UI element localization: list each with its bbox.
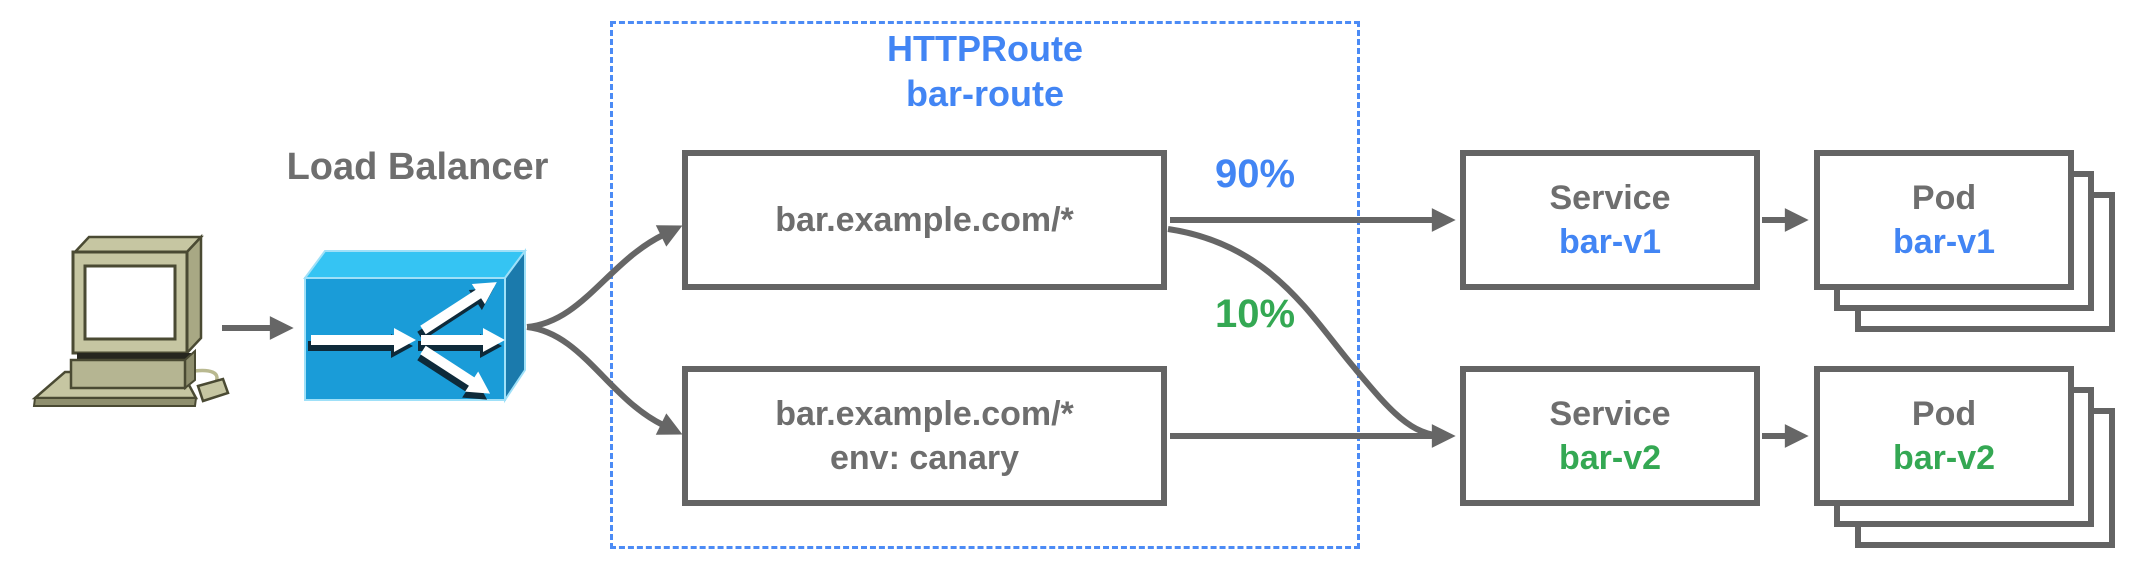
service-bar-v2-box: Service bar-v2 — [1460, 366, 1760, 506]
httproute-title: HTTPRoute bar-route — [610, 26, 1360, 116]
pod-bar-v2-box: Pod bar-v2 — [1814, 366, 2074, 506]
arrow-lb-to-rule1 — [526, 225, 683, 330]
route-rule-box-canary: bar.example.com/* env: canary — [682, 366, 1167, 506]
rule-host: bar.example.com/* — [775, 201, 1074, 239]
httproute-name: bar-route — [905, 73, 1064, 114]
traffic-weight-90-label: 90% — [1214, 152, 1296, 196]
rule-header-match: env: canary — [830, 439, 1019, 477]
service-kind: Service — [1549, 395, 1671, 433]
pod-bar-v2-stack: Pod bar-v2 — [1814, 366, 2115, 548]
curve-rule1-to-service2-10pct — [1167, 226, 1446, 439]
pod-name: bar-v2 — [1892, 439, 1996, 477]
service-name: bar-v2 — [1558, 439, 1662, 477]
service-name: bar-v1 — [1558, 223, 1662, 261]
pod-name: bar-v1 — [1892, 223, 1996, 261]
pod-bar-v1-stack: Pod bar-v1 — [1814, 150, 2115, 332]
arrow-lb-to-rule2 — [526, 324, 683, 435]
pod-bar-v1-box: Pod bar-v1 — [1814, 150, 2074, 290]
httproute-kind: HTTPRoute — [887, 28, 1083, 69]
desktop-computer-icon — [31, 233, 230, 407]
pod-kind: Pod — [1911, 179, 1977, 217]
route-rule-box-bar: bar.example.com/* — [682, 150, 1167, 290]
load-balancer-cube-icon — [303, 247, 527, 404]
httproute-group-border — [610, 21, 1360, 549]
pod-kind: Pod — [1911, 395, 1977, 433]
service-kind: Service — [1549, 179, 1671, 217]
rule-host: bar.example.com/* — [775, 395, 1074, 433]
service-bar-v1-box: Service bar-v1 — [1460, 150, 1760, 290]
load-balancer-label: Load Balancer — [286, 146, 549, 188]
traffic-weight-10-label: 10% — [1214, 292, 1296, 336]
